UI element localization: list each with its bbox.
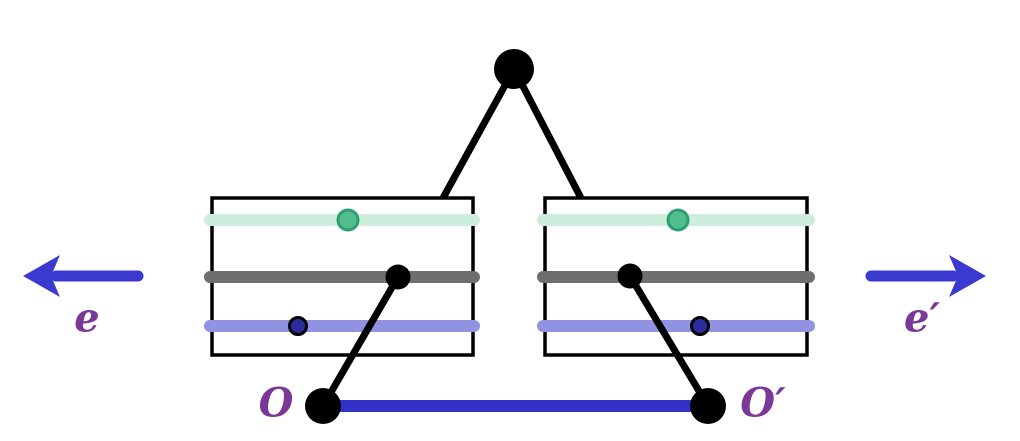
label-O: O <box>259 380 294 427</box>
right-diagonal-line <box>626 274 712 408</box>
right-green-dot <box>666 208 690 232</box>
label-O-prime: O′ <box>740 380 786 427</box>
left-diagonal-line <box>319 275 402 408</box>
left-green-dot <box>336 208 360 232</box>
left-gray-bar-node <box>385 264 411 290</box>
origin-node-O-prime <box>690 388 726 424</box>
right-gray-bar-node <box>617 263 643 289</box>
origin-node-O <box>305 388 341 424</box>
right-navy-dot <box>690 316 710 336</box>
apex-node <box>494 49 534 89</box>
label-e: e <box>74 295 99 342</box>
label-e-prime: e′ <box>904 295 940 342</box>
left-arrow-icon <box>23 255 144 297</box>
left-navy-dot <box>288 316 308 336</box>
apex-left-leg-line <box>439 67 518 200</box>
right-arrow-icon <box>865 255 986 297</box>
apex-right-leg-line <box>510 67 585 200</box>
right-arrow-head <box>949 255 986 297</box>
left-arrow-head <box>23 255 60 297</box>
